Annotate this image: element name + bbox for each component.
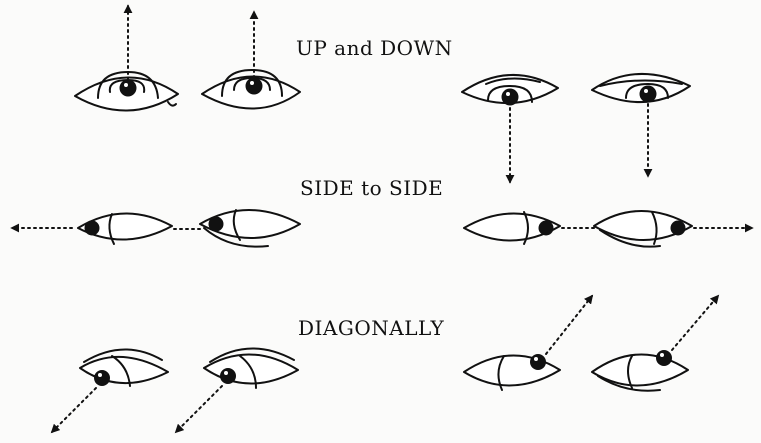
eye-looking-up-right-diag-2: [592, 350, 688, 391]
eye-looking-right-2: [594, 211, 692, 247]
eye-looking-up-left: [75, 72, 178, 111]
eye-looking-up-right-diag-1: [464, 354, 560, 390]
arrow-diag-down-left-1: [52, 388, 96, 432]
arrow-diag-down-left-2: [176, 386, 222, 432]
eye-looking-left-2: [200, 210, 300, 247]
eye-looking-down-left: [462, 75, 558, 106]
eye-looking-down-left-diag-2: [204, 348, 298, 388]
eye-looking-left-1: [78, 213, 172, 244]
eye-looking-down-right: [592, 74, 690, 103]
arrow-diag-up-right-1: [546, 296, 592, 354]
eye-looking-down-left-diag-1: [80, 349, 168, 386]
eye-looking-up-right: [202, 70, 300, 109]
eye-looking-right-1: [464, 212, 560, 244]
arrow-diag-up-right-2: [672, 296, 718, 350]
